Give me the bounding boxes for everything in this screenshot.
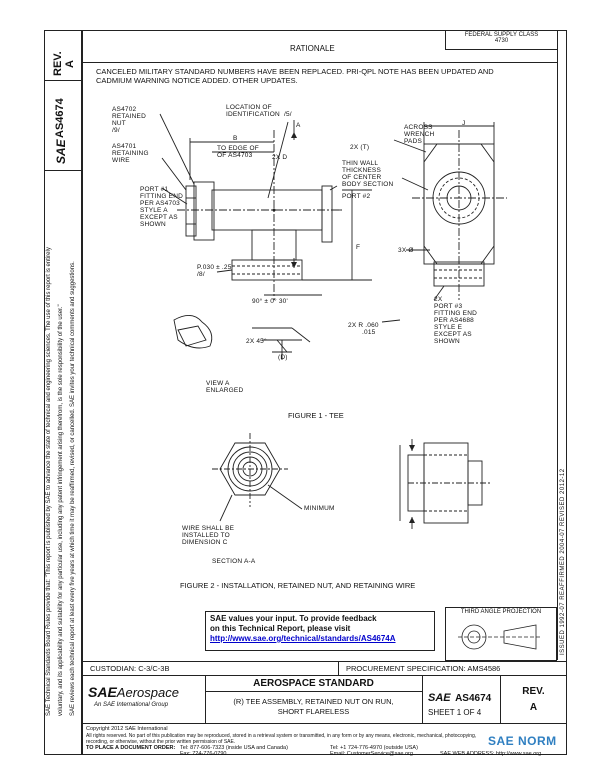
title-doc-prefix: SAE — [428, 692, 451, 704]
footer-tel-2: Tel: +1 724-776-4970 (outside USA) — [330, 745, 418, 751]
figure2-drawing — [212, 433, 492, 529]
description-line-1: (R) TEE ASSEMBLY, RETAINED NUT ON RUN, — [233, 697, 394, 706]
label-three-d: 3X Ø — [398, 247, 414, 254]
footer-fax: Fax: 724-776-0790 — [180, 751, 227, 757]
label-as4702: AS4702 RETAINED NUT /9/ — [112, 106, 146, 134]
footer-order-label: TO PLACE A DOCUMENT ORDER: — [86, 745, 176, 751]
footer-rights: All rights reserved. No part of this pub… — [86, 733, 477, 739]
label-ref-d: (D) — [278, 354, 288, 361]
watermark-logo: SAE NORM — [488, 734, 557, 748]
label-wire-shall: WIRE SHALL BE INSTALLED TO DIMENSION C — [182, 525, 235, 546]
label-2xr: 2X R .060 .015 — [348, 322, 379, 336]
label-thin-wall: THIN WALL THICKNESS OF CENTER BODY SECTI… — [342, 160, 394, 188]
title-doc-num: AS4674 — [455, 693, 492, 704]
label-section-aa: SECTION A-A — [212, 558, 256, 565]
footer-rights-2: recording, or otherwise, without the pri… — [86, 739, 236, 745]
label-dim-b: B — [233, 135, 238, 142]
label-p030: P.030 ± .25 /8/ — [197, 264, 232, 278]
label-port3: 2X PORT #3 FITTING END PER AS4688 STYLE … — [434, 296, 478, 345]
label-2x45: 2X 45° — [246, 338, 267, 345]
stamp-line-2: 4730 — [494, 38, 509, 44]
footer-email: Email: CustomerService@sae.org — [330, 751, 413, 757]
margin-rev-label: REV. — [52, 51, 64, 76]
margin-rev-value: A — [64, 60, 76, 68]
footer-web: SAE WEB ADDRESS: http://www.sae.org — [440, 751, 542, 757]
supply-class-stamp: FEDERAL SUPPLY CLASS 4730 — [445, 30, 557, 50]
footer-tel-1: Tel: 877-606-7323 (inside USA and Canada… — [180, 745, 288, 751]
sae-aerospace-logo: SAEAerospace An SAE International Group — [88, 684, 179, 708]
stamp-line-1: FEDERAL SUPPLY CLASS — [464, 32, 539, 38]
label-minimum: MINIMUM — [304, 505, 335, 512]
title-doc-number: SAE AS4674 — [428, 688, 491, 706]
third-angle-projection: THIRD ANGLE PROJECTION — [445, 607, 557, 661]
margin-notice-2: voluntary, and its applicability and sui… — [58, 304, 64, 716]
logo-subtitle: An SAE International Group — [94, 702, 169, 708]
figure2-caption: FIGURE 2 - INSTALLATION, RETAINED NUT, A… — [180, 581, 416, 590]
drawing-frame — [82, 30, 567, 755]
feedback-line-1: SAE values your input. To provide feedba… — [210, 614, 377, 623]
label-angle: 90° ± 0° 30' — [252, 298, 288, 305]
label-section-a-top: A — [296, 122, 301, 129]
label-dim-j: J — [462, 120, 466, 127]
figure1-drawing — [159, 113, 507, 360]
custodian: CUSTODIAN: C-3/C-3B — [90, 664, 170, 673]
label-port2: PORT #2 — [342, 193, 371, 200]
rationale-line-2: CADMIUM WARNING NOTICE ADDED. OTHER UPDA… — [96, 76, 298, 85]
label-as4701: AS4701 RETAINING WIRE — [112, 143, 149, 164]
margin-doc-number: AS4674 — [54, 98, 66, 138]
feedback-line-2: on this Technical Report, please visit — [210, 624, 351, 633]
feedback-link[interactable]: http://www.sae.org/technical/standards/A… — [210, 634, 396, 643]
title-rev-label: REV. — [522, 686, 545, 697]
procurement-spec: PROCUREMENT SPECIFICATION: AMS4586 — [346, 664, 501, 673]
projection-symbol-icon — [458, 624, 542, 650]
label-across-wrench: ACROSS WRENCH PADS — [404, 124, 435, 145]
description-line-2: SHORT FLARELESS — [277, 707, 350, 716]
label-port1: PORT #1 FITTING END PER AS4703 STYLE A E… — [140, 186, 184, 228]
rationale-title: RATIONALE — [290, 44, 335, 53]
label-dim-f: F — [356, 244, 361, 251]
label-view-a: VIEW A ENLARGED — [206, 380, 244, 394]
margin-notice-1: SAE Technical Standards Board Rules prov… — [46, 247, 52, 716]
label-two-t: 2X (T) — [350, 144, 370, 151]
standard-title: AEROSPACE STANDARD — [253, 678, 374, 689]
margin-notice-3: SAE reviews each technical report at lea… — [70, 261, 76, 716]
title-rev-value: A — [529, 702, 538, 713]
label-location: LOCATION OF IDENTIFICATION /5/ — [226, 104, 292, 118]
logo-sae: SAE — [88, 684, 117, 700]
sheet-number: SHEET 1 OF 4 — [428, 708, 482, 717]
label-to-edge: TO EDGE OF OF AS4703 — [217, 145, 259, 159]
logo-aerospace: Aerospace — [116, 685, 179, 700]
revision-history: ISSUED 1992-07 REAFFIRMED 2004-07 REVISE… — [560, 468, 566, 655]
rationale-line-1: CANCELED MILITARY STANDARD NUMBERS HAVE … — [96, 67, 494, 76]
third-angle-label: THIRD ANGLE PROJECTION — [460, 609, 542, 615]
feedback-box: SAE values your input. To provide feedba… — [205, 611, 435, 651]
label-two-d: 2X D — [272, 154, 288, 161]
figure1-caption: FIGURE 1 - TEE — [288, 411, 344, 420]
footer-copyright: Copyright 2012 SAE International — [86, 726, 168, 732]
margin-doc-prefix: SAE — [54, 139, 68, 164]
left-margin-bar — [44, 30, 82, 755]
